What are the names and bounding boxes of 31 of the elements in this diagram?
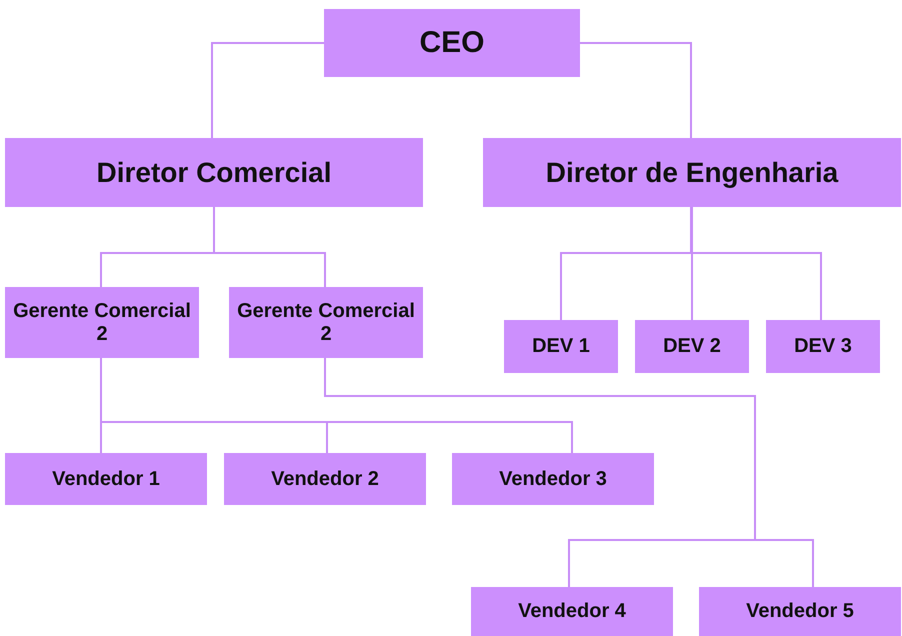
role-label: DEV 2 <box>662 335 722 358</box>
connector-line <box>691 207 693 320</box>
role-label: Gerente Comercial 2 <box>236 300 416 345</box>
org-box <box>5 453 207 505</box>
connector-line <box>211 42 324 138</box>
role-label: Vendedor 2 <box>270 468 380 490</box>
org-box <box>224 453 426 505</box>
org-box <box>471 587 673 636</box>
role-label: DEV 3 <box>793 335 853 358</box>
connector-line <box>580 42 692 138</box>
org-box <box>229 287 423 358</box>
org-box <box>635 320 749 373</box>
org-box <box>699 587 901 636</box>
role-label: CEO <box>418 26 486 60</box>
role-label: DEV 1 <box>531 335 591 358</box>
role-label: Diretor Comercial <box>96 156 332 188</box>
role-label: Vendedor 3 <box>498 468 608 490</box>
role-label: Gerente Comercial 2 <box>12 300 192 345</box>
org-box <box>5 287 199 358</box>
connector-line <box>213 207 326 287</box>
org-box <box>324 9 580 77</box>
org-box <box>483 138 901 207</box>
org-box <box>452 453 654 505</box>
org-box <box>5 138 423 207</box>
role-label: Vendedor 4 <box>517 600 627 623</box>
role-label: Vendedor 1 <box>51 468 161 490</box>
org-box <box>766 320 880 373</box>
role-label: Diretor de Engenharia <box>544 156 840 188</box>
connector-line <box>690 207 822 320</box>
role-label: Vendedor 5 <box>745 600 855 623</box>
org-box <box>504 320 618 373</box>
